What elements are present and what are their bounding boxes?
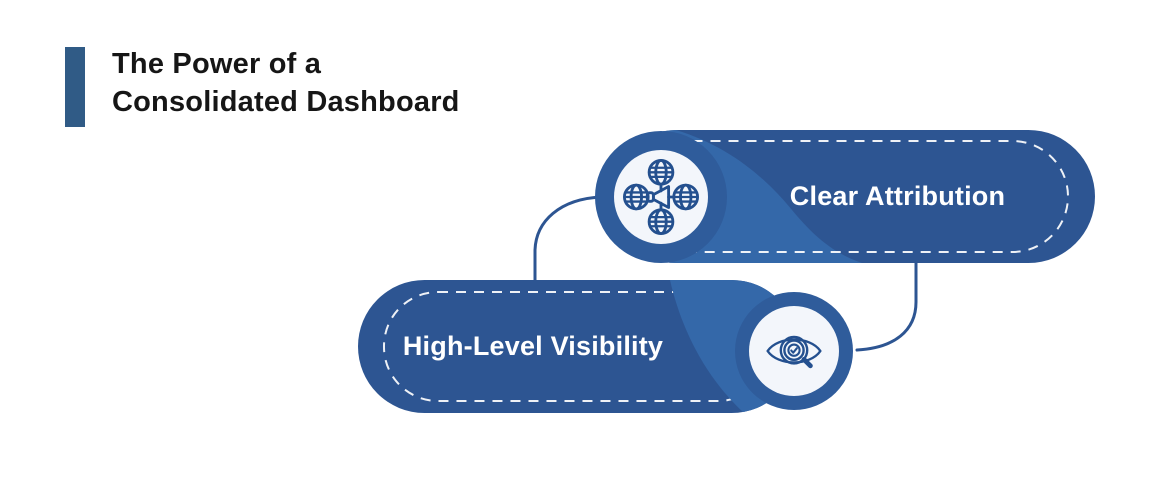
eye-magnifier-check-icon [749, 306, 839, 396]
badge-clear-attribution [595, 131, 727, 263]
badge-high-level-visibility [735, 292, 853, 410]
pill-high-level-visibility: High-Level Visibility [358, 280, 798, 413]
page-title-line2: Consolidated Dashboard [112, 86, 460, 118]
page-title-line1: The Power of a [112, 48, 322, 80]
connector-right-curve [855, 259, 918, 352]
page-title: The Power of a Consolidated Dashboard [112, 45, 460, 121]
broadcast-globes-icon [614, 150, 708, 244]
title-accent-bar [65, 47, 85, 127]
connector-left-curve [533, 195, 603, 283]
card-label-clear-attribution: Clear Attribution [789, 181, 1006, 211]
card-label-high-level-visibility: High-Level Visibility [402, 331, 664, 361]
